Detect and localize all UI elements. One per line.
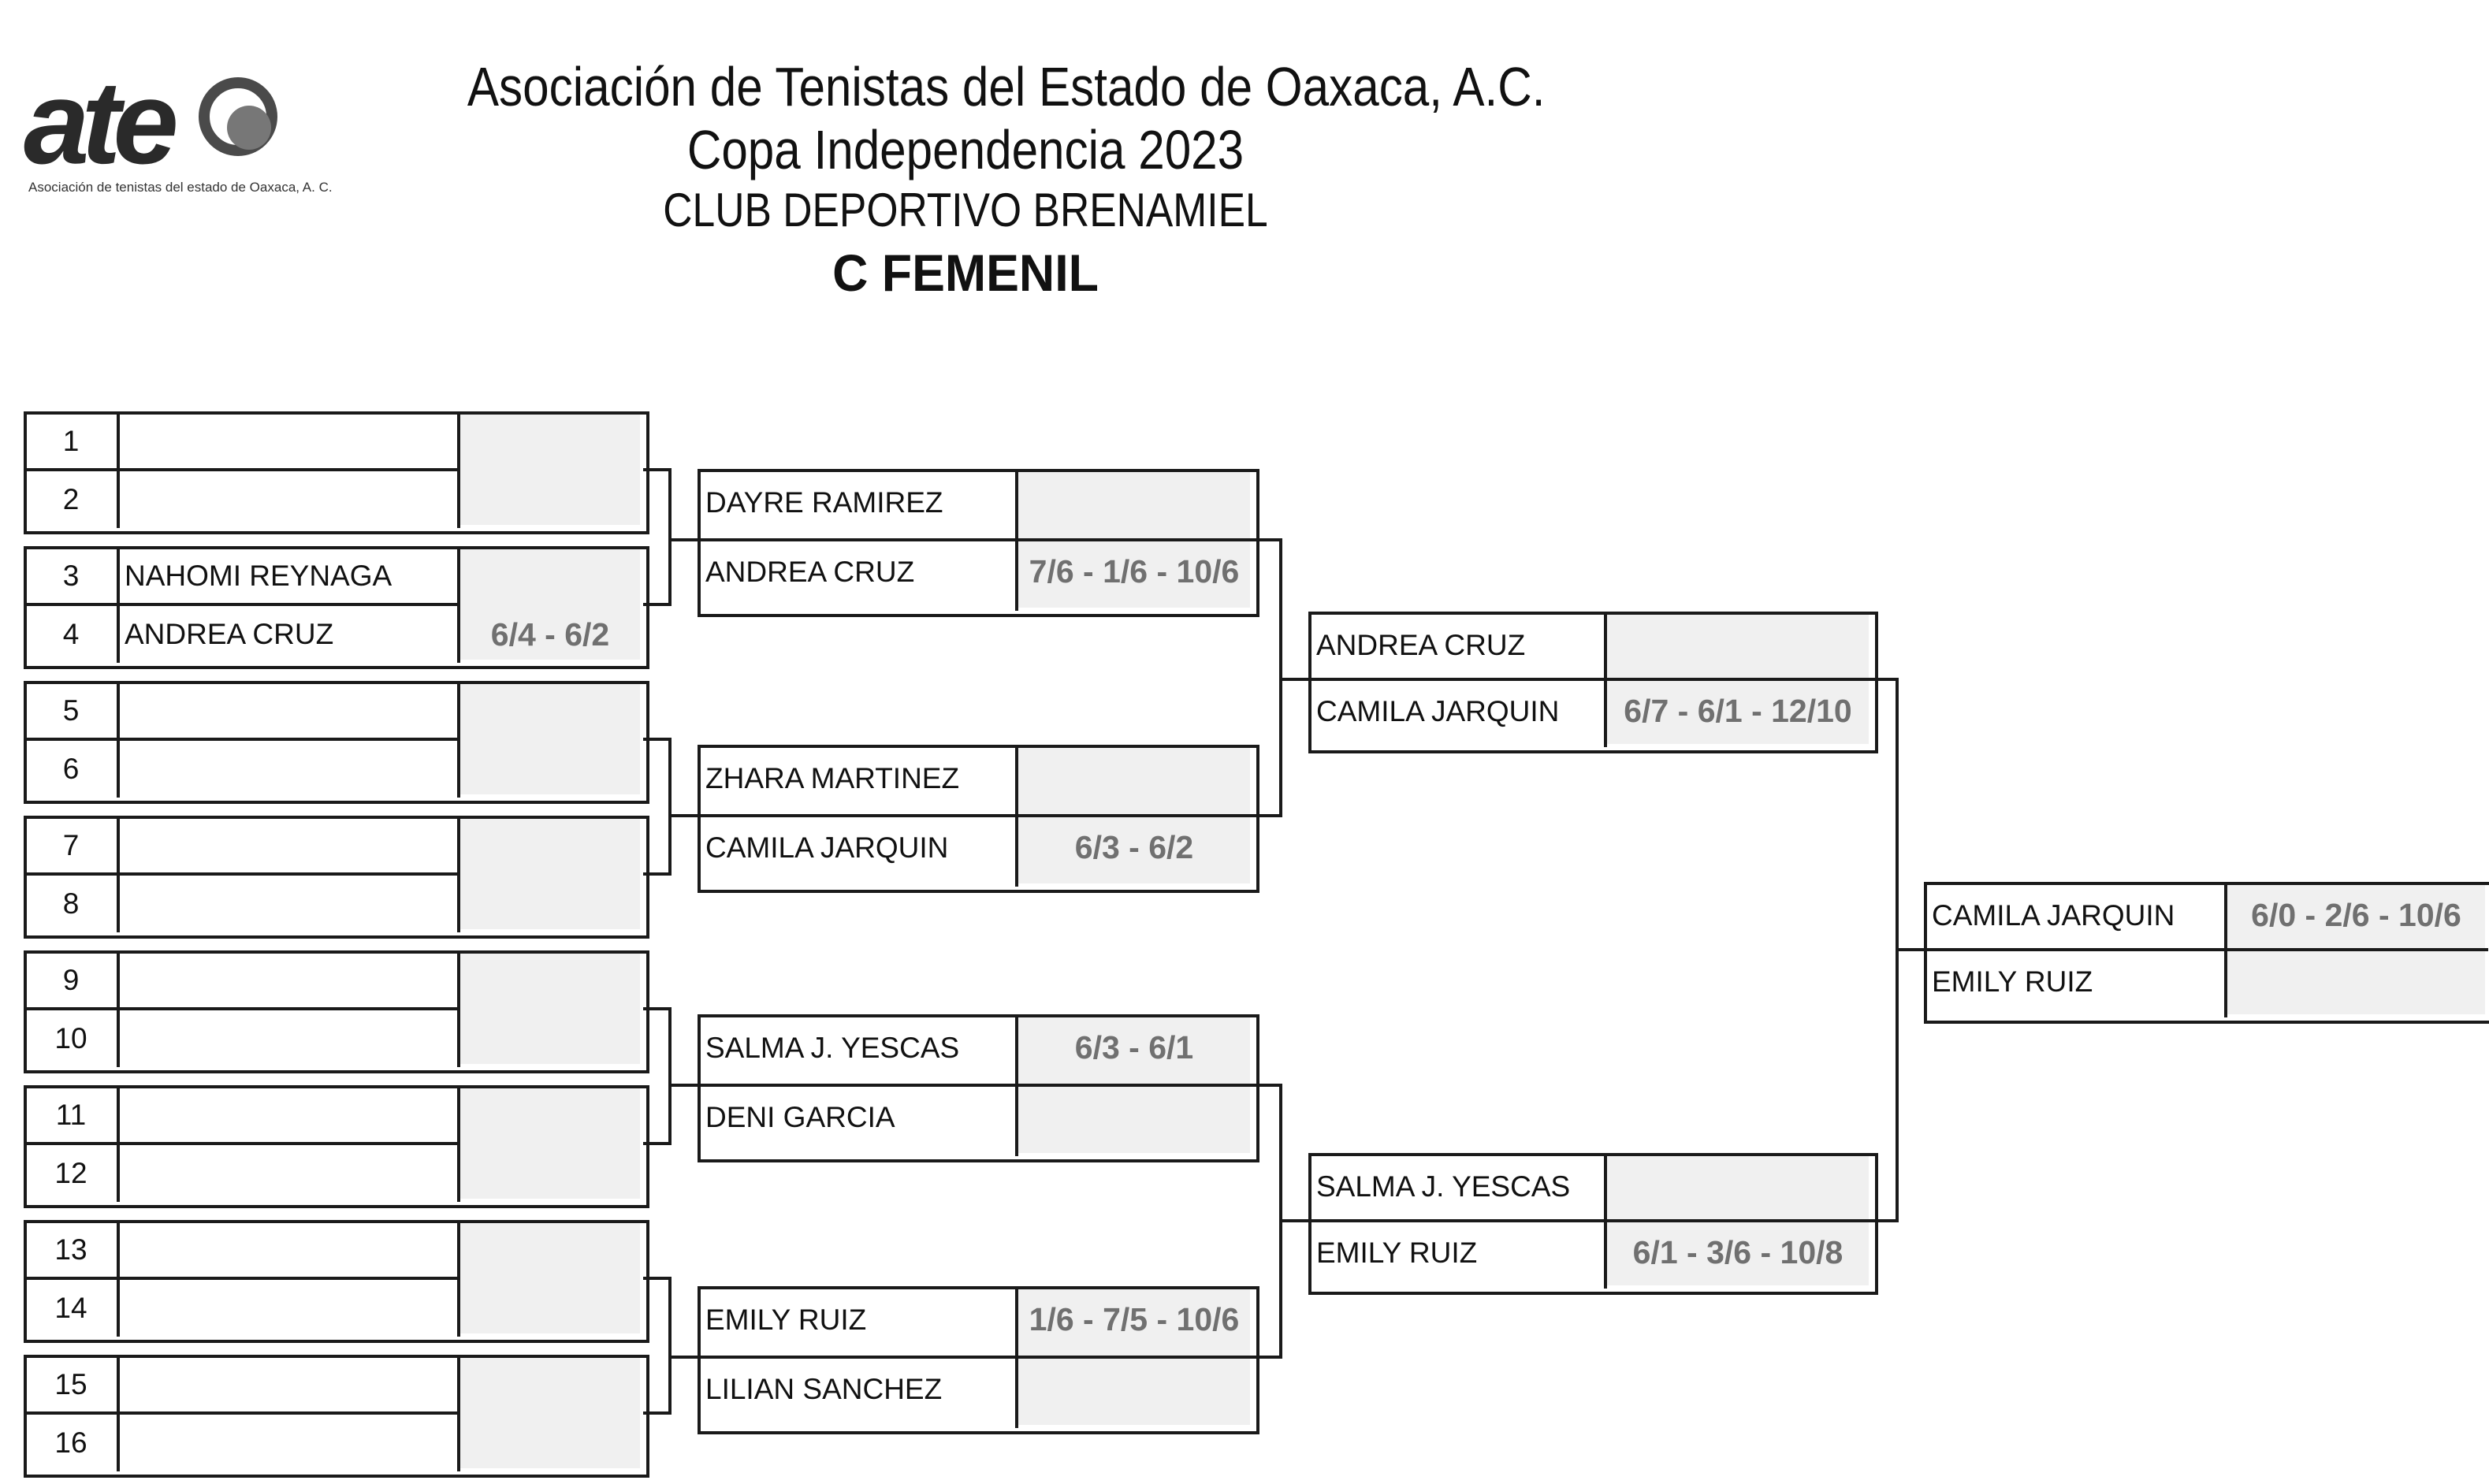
connector <box>643 872 670 876</box>
connector <box>1279 678 1308 681</box>
seed-number: 6 <box>62 753 80 785</box>
seed-number: 3 <box>62 560 80 592</box>
connector <box>1872 1219 1897 1222</box>
connector <box>1253 1356 1281 1359</box>
seed-number: 5 <box>62 694 80 727</box>
r1-row-divider <box>24 1411 460 1415</box>
final-row-divider <box>1924 948 2488 951</box>
r1-row-divider <box>24 1142 460 1145</box>
connector <box>668 1277 672 1415</box>
r1-score-area <box>460 1358 640 1468</box>
connector <box>643 738 670 741</box>
player-name: SALMA J. YESCAS <box>705 1032 960 1064</box>
association-title: Asociación de Tenistas del Estado de Oax… <box>467 56 1546 117</box>
match-score: 1/6 - 7/5 - 10/6 <box>1029 1301 1240 1337</box>
seed-number: 15 <box>54 1368 87 1400</box>
tennis-ball-icon <box>199 77 277 156</box>
r1-row-divider <box>24 872 460 876</box>
r1-row-divider <box>24 738 460 741</box>
player-name: EMILY RUIZ <box>705 1304 867 1336</box>
r2-row-divider <box>698 814 1253 817</box>
r1-row-divider <box>24 1007 460 1010</box>
seed-number: 1 <box>62 425 80 457</box>
r1-score-area <box>460 954 640 1064</box>
r1-row-divider <box>24 468 460 471</box>
connector <box>1253 538 1281 541</box>
r2-row-divider <box>698 1084 1253 1087</box>
ateo-logo: ate Asociación de tenistas del estado de… <box>24 56 333 205</box>
connector <box>643 603 670 606</box>
connector <box>1253 814 1281 817</box>
match-score: 6/7 - 6/1 - 12/10 <box>1624 693 1852 729</box>
seed-number: 16 <box>54 1426 87 1459</box>
sf-row-divider <box>1308 1219 1872 1222</box>
connector <box>643 1411 670 1415</box>
connector <box>643 468 670 471</box>
player-name: EMILY RUIZ <box>1932 965 2093 998</box>
r1-score-area <box>460 415 640 525</box>
player-name: NAHOMI REYNAGA <box>125 560 393 592</box>
player-name: DAYRE RAMIREZ <box>705 486 943 519</box>
match-score: 7/6 - 1/6 - 10/6 <box>1029 553 1240 590</box>
connector <box>643 1277 670 1280</box>
connector <box>643 1007 670 1010</box>
player-name: CAMILA JARQUIN <box>1932 899 2175 932</box>
connector <box>668 1084 698 1087</box>
player-name: LILIAN SANCHEZ <box>705 1373 943 1405</box>
seed-number: 11 <box>55 1099 87 1131</box>
seed-number: 2 <box>62 483 80 515</box>
match-score: 6/3 - 6/2 <box>1074 829 1194 865</box>
match-score: 6/0 - 2/6 - 10/6 <box>2251 897 2461 933</box>
connector <box>668 738 672 876</box>
category-title: C FEMENIL <box>832 244 1099 302</box>
player-name: EMILY RUIZ <box>1316 1237 1478 1269</box>
match-score: 6/1 - 3/6 - 10/8 <box>1632 1234 1843 1270</box>
player-name: ANDREA CRUZ <box>705 556 915 588</box>
match-score: 6/4 - 6/2 <box>490 616 610 653</box>
r1-score-area <box>460 549 640 660</box>
tournament-title: Copa Independencia 2023 <box>686 119 1244 180</box>
connector <box>668 1007 672 1145</box>
player-name: ANDREA CRUZ <box>125 618 334 650</box>
seed-number: 10 <box>54 1022 87 1054</box>
sf-row-divider <box>1308 678 1872 681</box>
connector <box>668 1356 698 1359</box>
seed-number: 9 <box>62 964 80 996</box>
seed-number: 7 <box>62 829 80 861</box>
connector <box>1253 1084 1281 1087</box>
player-name: ANDREA CRUZ <box>1316 629 1526 661</box>
r1-score-area <box>460 684 640 794</box>
connector <box>1896 948 1924 951</box>
venue-title: CLUB DEPORTIVO BRENAMIEL <box>663 184 1268 236</box>
seed-number: 4 <box>62 618 80 650</box>
r2-row-divider <box>698 538 1253 541</box>
player-name: CAMILA JARQUIN <box>705 831 949 864</box>
connector <box>668 538 698 541</box>
seed-number: 8 <box>62 887 80 920</box>
r2-row-divider <box>698 1356 1253 1359</box>
connector <box>1279 1219 1308 1222</box>
connector <box>643 1142 670 1145</box>
player-name: ZHARA MARTINEZ <box>705 762 960 794</box>
player-name: SALMA J. YESCAS <box>1316 1170 1571 1203</box>
seed-number: 12 <box>54 1157 87 1189</box>
connector <box>1872 678 1897 681</box>
player-name: CAMILA JARQUIN <box>1316 695 1560 727</box>
seed-number: 14 <box>54 1292 87 1324</box>
connector <box>668 468 672 606</box>
r1-row-divider <box>24 603 460 606</box>
r1-score-area <box>460 819 640 929</box>
r1-score-area <box>460 1088 640 1199</box>
player-name: DENI GARCIA <box>705 1101 895 1133</box>
logo-tagline: Asociación de tenistas del estado de Oax… <box>28 180 333 195</box>
match-score: 6/3 - 6/1 <box>1074 1029 1194 1066</box>
r1-score-area <box>460 1223 640 1333</box>
connector <box>668 814 698 817</box>
logo-mark: ate <box>24 56 179 188</box>
seed-number: 13 <box>54 1233 87 1266</box>
r1-row-divider <box>24 1277 460 1280</box>
